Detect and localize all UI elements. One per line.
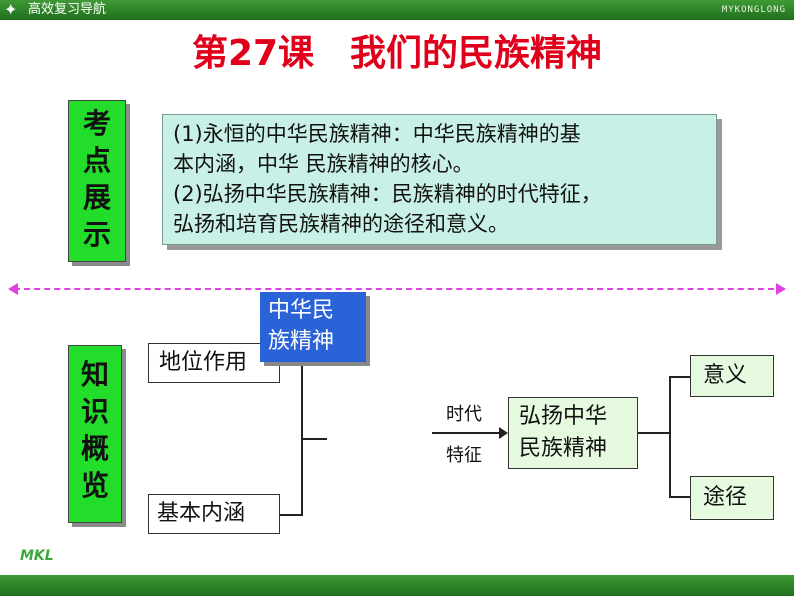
divider-arrow-right xyxy=(776,283,786,295)
top-bar: ✦ 高效复习导航 MYKONGLONG xyxy=(0,0,794,20)
node-center: 中华民 族精神 xyxy=(260,292,366,362)
content-line: 本内涵，中华 民族精神的核心。 xyxy=(173,152,474,176)
connector xyxy=(301,364,303,516)
node-line: 民族精神 xyxy=(519,436,608,461)
connector xyxy=(638,432,670,434)
node-diwei: 地位作用 xyxy=(148,343,280,383)
connector xyxy=(280,514,302,516)
divider xyxy=(14,288,784,290)
label-char: 展 xyxy=(82,181,111,214)
label-char: 知 xyxy=(80,358,109,391)
star-icon: ✦ xyxy=(4,0,18,19)
kaodian-content: (1)永恒的中华民族精神：中华民族精神的基 本内涵，中华 民族精神的核心。 (2… xyxy=(162,114,717,245)
zhishi-label: 知 识 概 览 xyxy=(68,345,122,523)
connector xyxy=(669,496,691,498)
arrow-label-top: 时代 xyxy=(446,404,482,425)
content-line: (1)永恒的中华民族精神：中华民族精神的基 xyxy=(173,122,581,146)
label-char: 览 xyxy=(80,469,109,502)
connector xyxy=(669,376,691,378)
node-hongyang: 弘扬中华 民族精神 xyxy=(508,397,638,469)
node-line: 中华民 xyxy=(268,298,335,323)
nav-label[interactable]: 高效复习导航 xyxy=(28,2,107,17)
connector xyxy=(280,364,302,366)
bottom-bar xyxy=(0,575,794,596)
kaodian-label: 考 点 展 示 xyxy=(68,100,126,262)
node-line: 族精神 xyxy=(268,329,335,354)
connector xyxy=(669,376,671,498)
label-char: 考 xyxy=(82,107,111,140)
node-neihan: 基本内涵 xyxy=(148,494,280,534)
label-char: 概 xyxy=(80,432,109,465)
brand-text: MYKONGLONG xyxy=(721,5,786,15)
arrow xyxy=(432,427,508,439)
label-char: 示 xyxy=(82,218,111,251)
page-title: 第27课 我们的民族精神 xyxy=(191,33,603,74)
content-line: (2)弘扬中华民族精神：民族精神的时代特征， xyxy=(173,182,602,206)
label-char: 点 xyxy=(82,144,111,177)
label-char: 识 xyxy=(80,395,109,428)
node-tujing: 途径 xyxy=(690,476,774,520)
content-line: 弘扬和培育民族精神的途径和意义。 xyxy=(173,212,509,236)
node-yiyi: 意义 xyxy=(690,355,774,397)
connector xyxy=(301,438,327,440)
node-line: 弘扬中华 xyxy=(519,404,608,429)
divider-arrow-left xyxy=(8,283,18,295)
logo: MKL xyxy=(20,548,54,564)
arrow-label-bottom: 特征 xyxy=(446,445,482,466)
